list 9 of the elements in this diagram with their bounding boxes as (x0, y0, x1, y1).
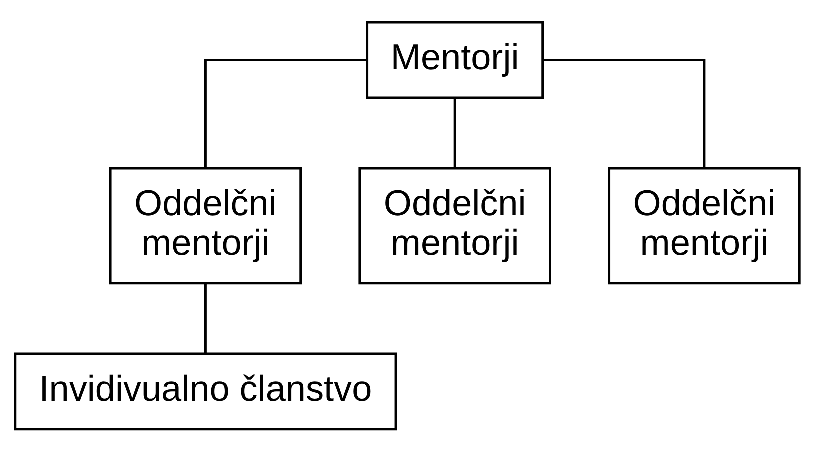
node-box: Oddelčni mentorji (358, 166, 552, 284)
node-box: Invidivualno članstvo (14, 352, 398, 430)
node-box: Oddelčni mentorji (608, 166, 801, 284)
connector (204, 58, 368, 168)
connector (543, 58, 706, 168)
connector (204, 283, 207, 354)
node-box: Mentorji (366, 20, 544, 99)
connector (454, 98, 456, 168)
node-box: Oddelčni mentorji (109, 166, 302, 284)
